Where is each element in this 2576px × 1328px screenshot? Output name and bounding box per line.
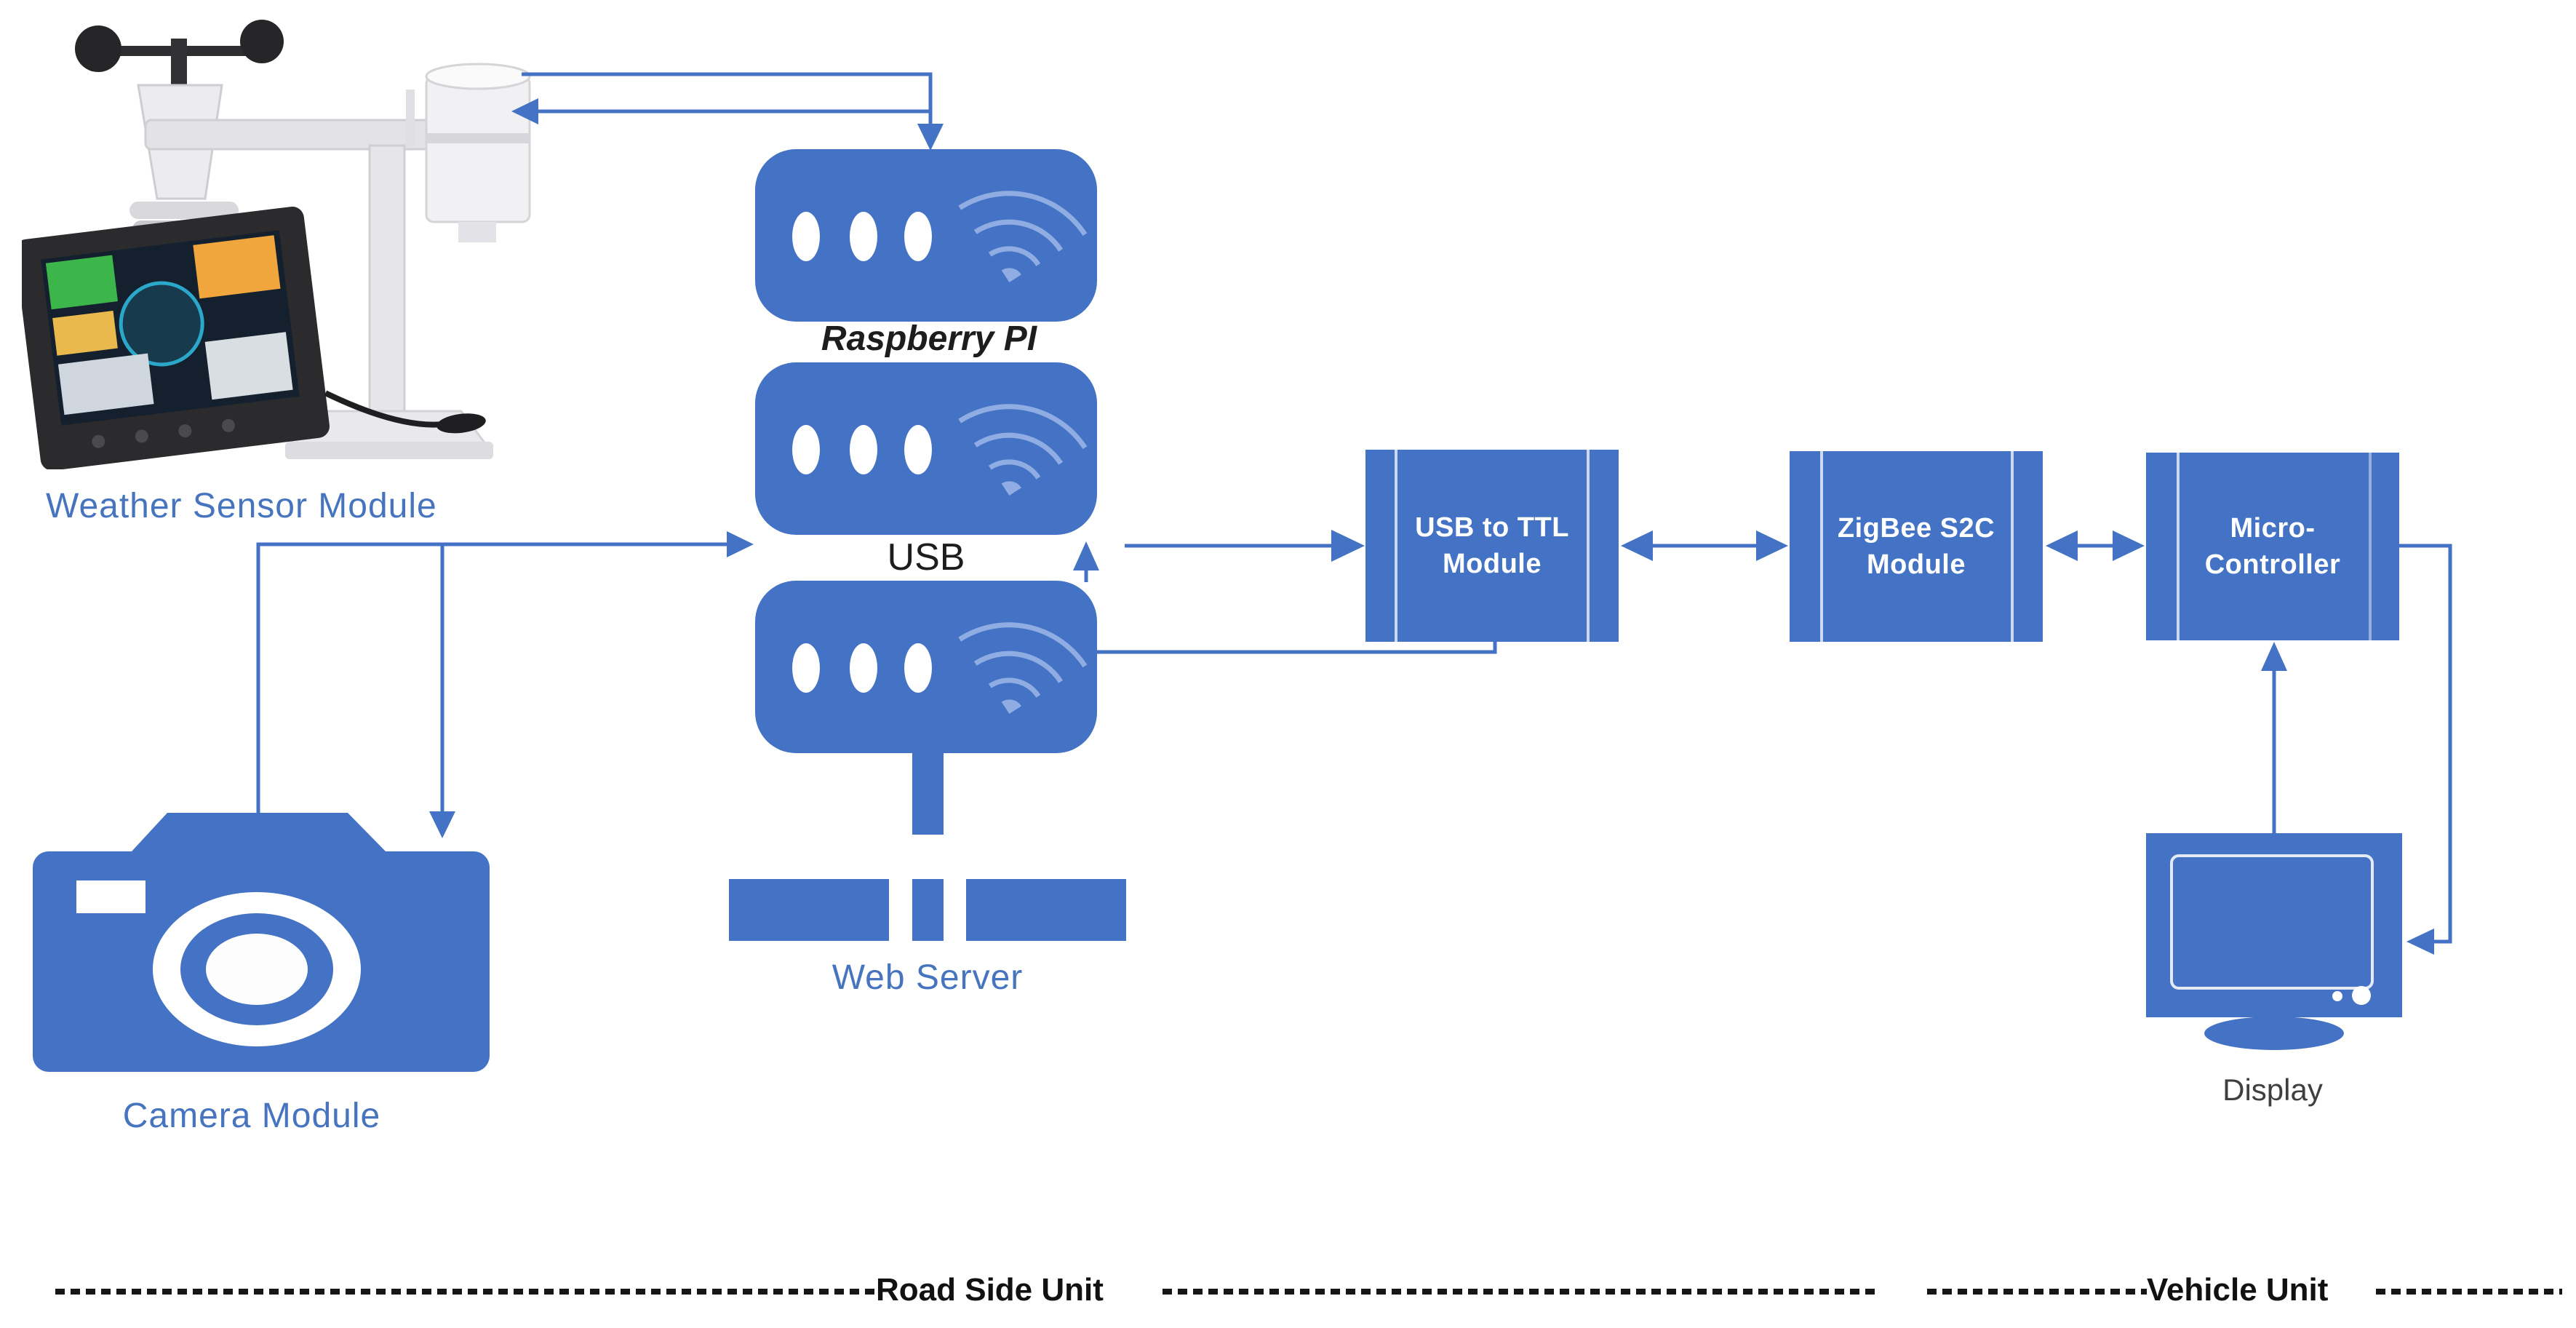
monitor-screen: [2170, 854, 2374, 990]
process-edge-line: [2177, 453, 2180, 640]
raspberry-pi-label: Raspberry PI: [821, 319, 1037, 358]
web-server-base-left: [729, 879, 889, 941]
web-server-label: Web Server: [832, 958, 1024, 997]
anemometer-cup-icon: [240, 20, 284, 63]
node-usb-ttl-module: USB to TTL Module: [1365, 450, 1619, 642]
connector-camera-to-pi: [256, 542, 745, 813]
web-server-base-right: [966, 879, 1126, 941]
zigbee-label: ZigBee S2C Module: [1837, 512, 1995, 580]
wifi-icon: [958, 622, 1088, 715]
monitor-dot: [2332, 991, 2342, 1001]
raspberry-pi-server-1: [755, 149, 1097, 322]
process-edge-line: [1820, 451, 1823, 642]
road-side-dash-right: [1163, 1289, 1876, 1295]
connector-weather-to-pi: [522, 72, 933, 144]
process-edge-line: [1587, 450, 1590, 642]
vehicle-dash-right: [2376, 1289, 2562, 1295]
process-edge-line: [1395, 450, 1397, 642]
weather-console-icon: [22, 206, 486, 469]
usb-label: USB: [887, 536, 965, 578]
vehicle-dash-left: [1927, 1289, 2147, 1295]
wifi-icon: [958, 404, 1088, 496]
raspberry-pi-server-2: [755, 362, 1097, 535]
connector-pi3-to-usbttl: [1097, 642, 1497, 654]
camera-module-label: Camera Module: [122, 1097, 381, 1135]
vehicle-unit-label: Vehicle Unit: [2147, 1272, 2329, 1308]
wifi-icon: [958, 191, 1088, 283]
process-edge-line: [2011, 451, 2014, 642]
raspberry-pi-server-3: [755, 581, 1097, 753]
web-server-base-middle: [912, 879, 944, 941]
road-side-unit-label: Road Side Unit: [876, 1272, 1104, 1308]
camera-icon: [33, 813, 490, 1072]
connector-mc-to-display: [2399, 544, 2452, 944]
monitor-icon: [2146, 833, 2402, 1017]
anemometer-cup-icon: [75, 25, 121, 72]
weather-sensor-label: Weather Sensor Module: [46, 487, 437, 525]
node-micro-controller: Micro- Controller: [2146, 453, 2399, 640]
rain-gauge-icon: [425, 63, 531, 242]
road-side-dash-left: [55, 1289, 876, 1295]
process-edge-line: [2369, 453, 2372, 640]
monitor-dot: [2352, 986, 2371, 1005]
usb-ttl-label: USB to TTL Module: [1415, 512, 1569, 579]
micro-controller-label: Micro- Controller: [2204, 512, 2341, 580]
web-server-stem: [912, 752, 944, 835]
display-label: Display: [2222, 1073, 2323, 1107]
weather-station-photo: [22, 20, 531, 469]
monitor-stand: [2204, 1017, 2344, 1050]
node-zigbee-module: ZigBee S2C Module: [1790, 451, 2043, 642]
